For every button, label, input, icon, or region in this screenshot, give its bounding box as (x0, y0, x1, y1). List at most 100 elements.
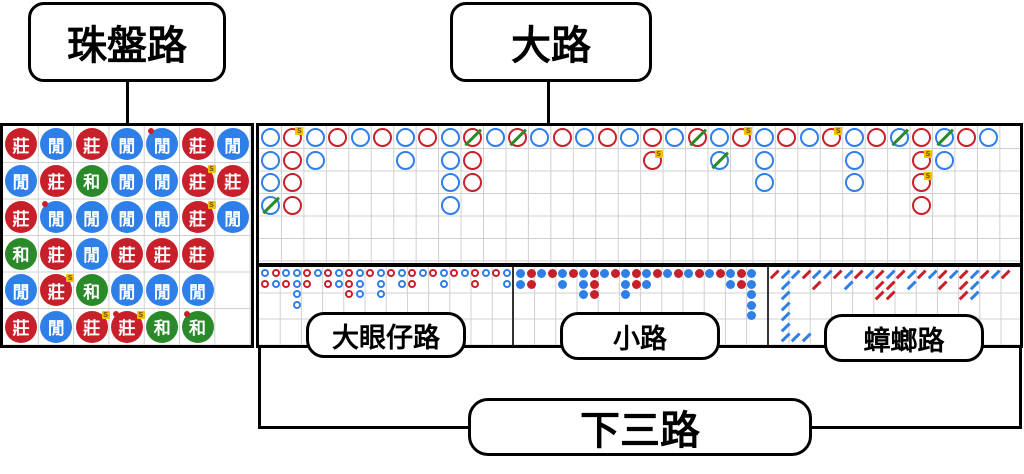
small-road-dot (747, 269, 756, 278)
small-road-dot (736, 269, 746, 278)
banker-pair-dot-icon (42, 201, 49, 207)
bead-player: 閒 (110, 128, 143, 160)
bead-player: 閒 (146, 274, 179, 306)
bead-banker: 莊 (181, 237, 214, 270)
derived-bracket-right (1019, 348, 1022, 428)
banker-ring (463, 150, 483, 170)
bead-banker: 莊 (216, 164, 249, 197)
player-ring (261, 173, 280, 192)
player-ring (305, 150, 325, 170)
super6-badge-icon: S (924, 172, 933, 180)
banker-ring (642, 128, 662, 147)
small-road-label: 小路 (560, 312, 720, 360)
player-ring (440, 195, 460, 215)
banker-ring (283, 150, 303, 170)
player-ring (440, 128, 460, 147)
small-road-dot (516, 269, 525, 278)
player-ring (305, 128, 325, 147)
small-road-dot (747, 311, 756, 320)
small-road-dot (589, 269, 599, 278)
bead-road-grid (3, 126, 251, 345)
player-ring (440, 150, 460, 170)
small-road-dot (747, 279, 756, 289)
banker-ring (328, 128, 348, 147)
small-road-dot (642, 279, 651, 289)
bead-player: 閒 (75, 237, 108, 270)
small-road-dot (684, 269, 693, 278)
big-eye-boy-ring (439, 269, 448, 277)
big-eye-boy-ring (313, 269, 322, 277)
bead-banker: 莊 (5, 201, 37, 233)
small-road-dot (694, 269, 704, 278)
player-ring (844, 173, 864, 192)
big-eye-boy-ring (282, 269, 290, 277)
small-road-dot (673, 269, 683, 278)
small-road-dot (726, 269, 735, 278)
bead-player: 閒 (5, 164, 37, 197)
player-ring (710, 128, 729, 147)
big-eye-boy-ring (303, 279, 311, 288)
big-eye-boy-ring (397, 279, 406, 288)
small-road-dot (621, 290, 630, 299)
player-ring (530, 128, 550, 147)
small-road-dot (663, 269, 672, 278)
big-eye-boy-ring (292, 269, 301, 277)
bead-player: 閒 (110, 164, 143, 197)
bead-player: 閒 (40, 128, 73, 160)
banker-pair-dot-icon (148, 128, 155, 134)
big-eye-boy-label: 大眼仔路 (306, 312, 466, 358)
small-road-dot (631, 269, 641, 278)
player-ring (844, 128, 864, 147)
small-road-dot (558, 279, 567, 289)
player-ring (350, 128, 370, 147)
banker-ring (956, 128, 976, 147)
big-eye-boy-ring (492, 269, 500, 277)
banker-ring (912, 128, 932, 147)
small-road-dot (621, 279, 630, 289)
bead-banker: 莊 (181, 201, 214, 233)
big-eye-boy-ring (355, 269, 364, 277)
super6-badge-icon: S (207, 164, 216, 173)
banker-ring (552, 128, 572, 147)
bead-player: 閒 (40, 310, 73, 343)
small-road-dot (526, 269, 536, 278)
cockroach-road-label: 蟑螂路 (824, 314, 984, 362)
big-eye-boy-ring (303, 269, 311, 277)
bead-banker: 莊 (5, 128, 37, 160)
big-eye-boy-ring (324, 279, 332, 288)
super6-badge-icon: S (295, 127, 304, 135)
small-road-dot (526, 279, 536, 289)
small-road-dot (610, 269, 620, 278)
divider-bigeye-small (512, 267, 514, 345)
big-eye-boy-ring (292, 300, 301, 309)
small-road-dot (516, 279, 525, 289)
player-ring (844, 150, 864, 170)
bead-banker: 莊 (40, 237, 73, 270)
banker-pair-dot-icon (112, 310, 119, 317)
player-ring (754, 150, 774, 170)
big-eye-boy-ring (450, 269, 458, 277)
bead-banker: 莊 (181, 128, 214, 160)
banker-ring (597, 128, 617, 147)
big-eye-boy-ring (471, 269, 479, 277)
big-road-label: 大路 (450, 2, 652, 82)
bead-player: 閒 (110, 201, 143, 233)
big-eye-boy-ring (345, 279, 353, 288)
banker-ring (283, 173, 303, 192)
big-road-connector (547, 82, 550, 124)
player-ring (799, 128, 819, 147)
big-eye-boy-ring (271, 269, 280, 277)
player-ring (979, 128, 999, 147)
big-eye-boy-ring (345, 269, 353, 277)
super6-badge-icon: S (834, 127, 843, 135)
big-eye-boy-ring (376, 269, 385, 277)
small-road-dot (589, 279, 599, 289)
player-ring (440, 173, 460, 192)
derived-roads-label: 下三路 (468, 398, 812, 456)
small-road-dot (589, 290, 599, 299)
big-eye-boy-ring (355, 279, 364, 288)
bead-player: 閒 (110, 274, 143, 306)
big-eye-boy-ring (292, 290, 301, 298)
